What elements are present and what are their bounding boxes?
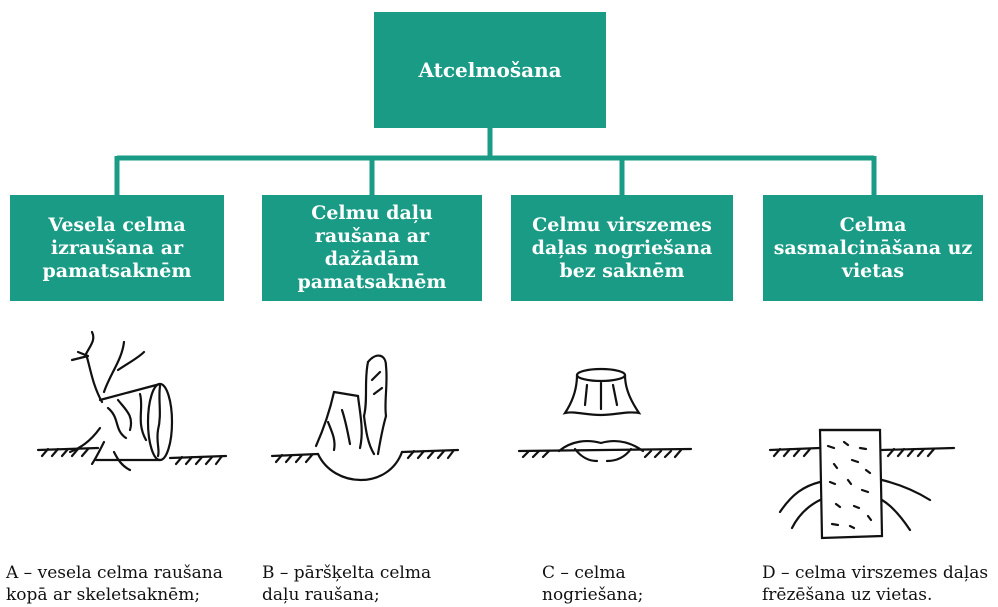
illustration-whole-stump [36,330,228,472]
method-node-grinding: Celma sasmalcināšana uz vietas [763,195,983,301]
caption-d: D – celma virszemes daļas frēzēšana uz v… [762,563,989,605]
method-node-stump-parts: Celmu daļu raušana ar dažādām pamatsaknē… [262,195,482,301]
method-label: Celma sasmalcināšana uz vietas [773,213,973,282]
caption-c: C – celma nogriešana; [542,563,644,605]
method-node-whole-stump: Vesela celma izraušana ar pamatsaknēm [10,195,224,301]
method-node-cut-above-ground: Celmu virszemes daļas nogriešana bez sak… [511,195,733,301]
root-node: Atcelmošana [374,12,606,128]
illustration-milled-stump [768,428,956,540]
illustration-split-stump [270,354,460,482]
illustration-cut-stump [517,367,693,463]
caption-b: B – pāršķelta celma daļu raušana; [262,563,432,605]
root-label: Atcelmošana [418,57,562,82]
caption-a: A – vesela celma raušana kopā ar skelets… [6,563,223,605]
method-label: Celmu daļu raušana ar dažādām pamatsaknē… [297,202,447,293]
method-label: Vesela celma izraušana ar pamatsaknēm [42,213,192,282]
method-label: Celmu virszemes daļas nogriešana bez sak… [531,213,713,282]
